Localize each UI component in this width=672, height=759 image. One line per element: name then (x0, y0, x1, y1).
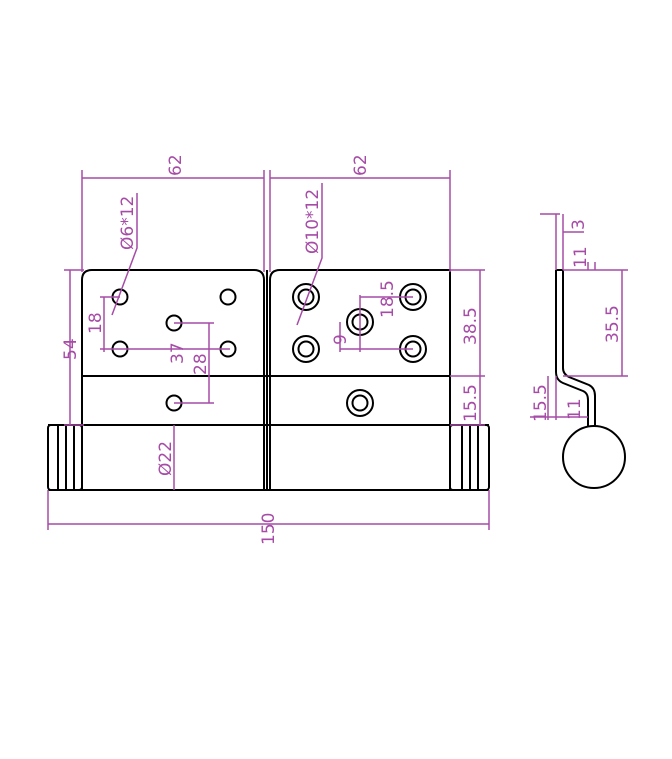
dim-top-right-62: 62 (351, 154, 371, 176)
hole (292, 335, 320, 363)
left-leaf-outline (81, 269, 265, 490)
right-barrel-cap (449, 424, 490, 491)
dim-hole-spacing-18: 18 (86, 312, 106, 334)
dim-large-hole-callout: Ø10*12 (303, 189, 323, 254)
hole (219, 288, 237, 306)
dim-side-3: 3 (569, 219, 589, 230)
dim-side-15-5: 15.5 (531, 384, 551, 422)
front-view (47, 269, 490, 491)
dim-right-height-38-5: 38.5 (461, 307, 481, 345)
side-leaf-outline (555, 270, 589, 427)
dim-left-height-54: 54 (61, 338, 81, 360)
side-leaf-inner (562, 270, 596, 427)
dim-side-11-top: 11 (571, 246, 591, 268)
side-view (555, 269, 626, 489)
dim-small-hole-callout: Ø6*12 (118, 196, 138, 250)
dim-side-35-5: 35.5 (603, 305, 623, 343)
dimension-labels: 62 62 Ø6*12 Ø10*12 54 18 37 28 18.5 9 38… (61, 154, 623, 545)
dim-hole-spacing-37: 37 (168, 342, 188, 364)
side-barrel (562, 425, 626, 489)
hole (346, 389, 374, 417)
dim-top-left-62: 62 (166, 154, 186, 176)
left-barrel-cap (47, 424, 83, 491)
dim-hole-spacing-9: 9 (331, 334, 351, 345)
dim-barrel-diameter: Ø22 (156, 441, 176, 476)
dim-hole-spacing-18-5: 18.5 (378, 280, 398, 318)
dim-hole-spacing-28: 28 (191, 353, 211, 375)
dim-side-11-bottom: 11 (565, 398, 585, 420)
right-leaf-outline (269, 269, 451, 490)
dim-right-height-15-5: 15.5 (461, 384, 481, 422)
dimension-lines (47, 170, 628, 530)
hole (292, 283, 320, 311)
dim-overall-width-150: 150 (259, 513, 279, 545)
